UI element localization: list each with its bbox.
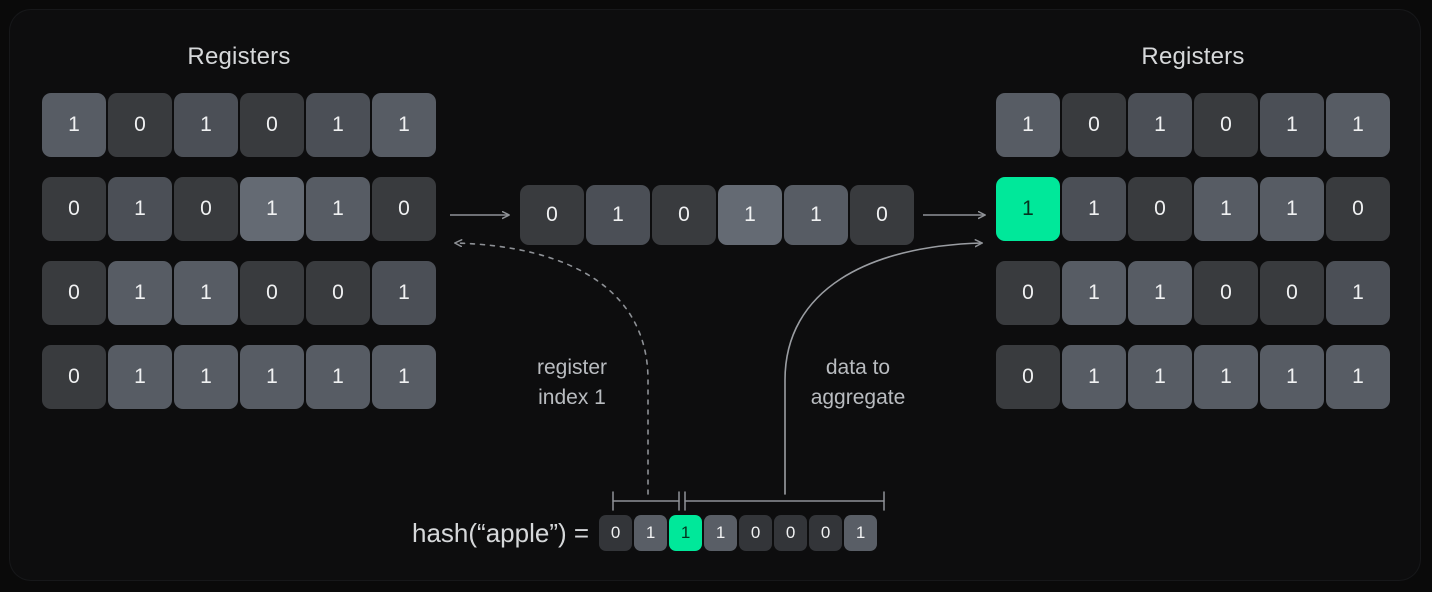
register-cell[interactable]: 1 [1062,261,1126,325]
selected-register-cell[interactable]: 0 [652,185,716,245]
register-cell[interactable]: 1 [1260,345,1324,409]
hash-bit[interactable]: 1 [669,515,703,551]
register-cell[interactable]: 1 [1194,177,1258,241]
register-cell[interactable]: 1 [1062,345,1126,409]
selected-register-cell[interactable]: 0 [850,185,914,245]
hash-bit[interactable]: 1 [634,515,668,551]
register-cell[interactable]: 1 [1194,345,1258,409]
register-cell[interactable]: 0 [1194,261,1258,325]
right-registers-title: Registers [1141,43,1245,70]
register-cell[interactable]: 0 [42,177,106,241]
register-cell[interactable]: 1 [108,345,172,409]
selected-register-cell[interactable]: 1 [586,185,650,245]
register-cell[interactable]: 0 [240,261,304,325]
register-cell[interactable]: 1 [1326,345,1390,409]
register-cell[interactable]: 1 [1326,93,1390,157]
register-cell[interactable]: 0 [1062,93,1126,157]
hash-bit[interactable]: 0 [809,515,843,551]
register-cell[interactable]: 1 [996,177,1060,241]
register-cell[interactable]: 0 [1128,177,1192,241]
selected-register-cell[interactable]: 1 [784,185,848,245]
register-cell[interactable]: 1 [1260,93,1324,157]
register-cell[interactable]: 1 [174,261,238,325]
register-cell[interactable]: 1 [306,177,370,241]
hash-function-label: hash(“apple”) = [412,517,590,548]
register-cell[interactable]: 1 [174,93,238,157]
hash-bit[interactable]: 0 [599,515,633,551]
register-cell[interactable]: 1 [1128,261,1192,325]
register-cell[interactable]: 1 [240,177,304,241]
register-cell[interactable]: 0 [42,261,106,325]
register-cell[interactable]: 1 [996,93,1060,157]
register-cell[interactable]: 0 [1194,93,1258,157]
register-cell[interactable]: 1 [372,345,436,409]
register-cell[interactable]: 0 [306,261,370,325]
register-cell[interactable]: 0 [42,345,106,409]
register-cell[interactable]: 1 [1326,261,1390,325]
hash-bit[interactable]: 1 [704,515,738,551]
selected-register-cell[interactable]: 0 [520,185,584,245]
register-cell[interactable]: 1 [240,345,304,409]
register-index-label: register index 1 [536,356,608,409]
register-cell[interactable]: 1 [108,261,172,325]
hash-bit[interactable]: 0 [739,515,773,551]
register-cell[interactable]: 1 [108,177,172,241]
register-cell[interactable]: 1 [306,93,370,157]
register-cell[interactable]: 1 [372,93,436,157]
register-cell[interactable]: 1 [1260,177,1324,241]
register-cell[interactable]: 1 [42,93,106,157]
register-cell[interactable]: 1 [1128,345,1192,409]
register-cell[interactable]: 0 [996,261,1060,325]
register-cell[interactable]: 1 [306,345,370,409]
register-cell[interactable]: 0 [1326,177,1390,241]
register-cell[interactable]: 1 [174,345,238,409]
register-cell[interactable]: 1 [372,261,436,325]
register-cell[interactable]: 0 [996,345,1060,409]
register-cell[interactable]: 0 [372,177,436,241]
register-cell[interactable]: 0 [174,177,238,241]
register-cell[interactable]: 1 [1128,93,1192,157]
hash-bit[interactable]: 1 [844,515,878,551]
hash-bit[interactable]: 0 [774,515,808,551]
register-cell[interactable]: 0 [240,93,304,157]
register-cell[interactable]: 0 [1260,261,1324,325]
selected-register-cell[interactable]: 1 [718,185,782,245]
register-cell[interactable]: 0 [108,93,172,157]
left-registers-title: Registers [187,43,291,70]
register-cell[interactable]: 1 [1062,177,1126,241]
data-to-aggregate-label: data to aggregate [810,356,906,409]
